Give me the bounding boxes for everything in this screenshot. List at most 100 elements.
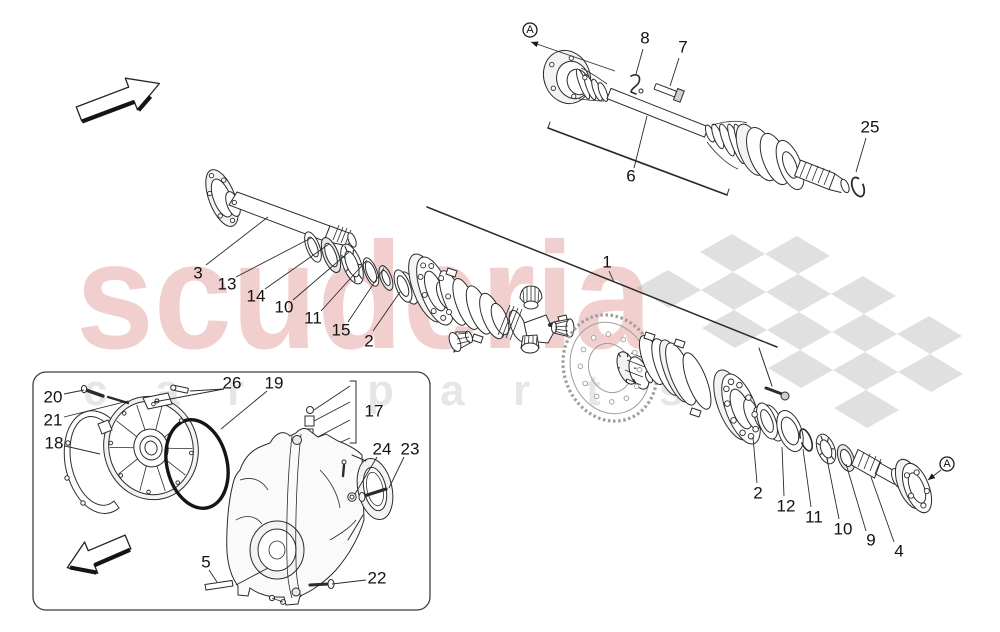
part-number-label: 8: [640, 29, 649, 48]
part-number-label: 10: [275, 298, 294, 317]
checker-cell: [767, 312, 832, 350]
part-callout-5: 5: [201, 553, 218, 583]
part-number-label: 11: [805, 508, 823, 527]
assembly-line-1: [426, 206, 778, 387]
part-callout-1: 1: [602, 253, 615, 283]
part-number-label: 11: [304, 309, 322, 328]
part-callout-2: 2: [364, 291, 401, 351]
spline-hatch: [799, 161, 831, 186]
view-marker-A: A: [522, 22, 616, 72]
part-number-label: 6: [626, 167, 635, 186]
checker-cell: [702, 310, 767, 348]
watermark-letter: r: [513, 366, 530, 415]
part-number-label: 4: [894, 542, 903, 561]
part-number-label: 9: [866, 531, 875, 550]
checker-cell: [700, 234, 765, 272]
checker-cell: [834, 390, 899, 428]
watermark-sub-letters: carparts: [83, 366, 683, 415]
part-callout-23: 23: [388, 440, 420, 489]
checker-cell: [701, 272, 766, 310]
part-number-label: 24: [373, 440, 392, 459]
part-number-label: 2: [753, 484, 762, 503]
small-fasteners: [204, 487, 388, 591]
part-callout-13: 13: [218, 237, 312, 294]
part-number-label: 10: [834, 520, 853, 539]
watermark-letter: t: [586, 366, 601, 415]
view-marker-label: A: [943, 458, 951, 470]
part-callout-8: 8: [635, 29, 650, 75]
part-number-label: 2: [364, 332, 373, 351]
part-number-label: 25: [861, 118, 880, 137]
checker-cell: [898, 354, 963, 392]
part-callout-4: 4: [870, 476, 904, 561]
part-number-label: 21: [44, 411, 63, 430]
part-number-label: 17: [365, 402, 384, 421]
checker-cell: [831, 276, 896, 314]
checker-cell: [636, 270, 701, 308]
part-number-label: 22: [368, 569, 387, 588]
part-number-label: 12: [777, 497, 796, 516]
checker-cell: [897, 316, 962, 354]
watermark-letter: r: [227, 366, 244, 415]
bevel-gears: [448, 285, 575, 354]
checker-cell: [766, 274, 831, 312]
flange-holes-and-rollers: [108, 55, 930, 509]
part-callout-11: 11: [802, 448, 823, 527]
checker-cell: [768, 350, 833, 388]
checker-cell: [832, 314, 897, 352]
part-callout-3: 3: [193, 216, 269, 283]
part-callout-18: 18: [45, 434, 101, 455]
part-callout-19: 19: [220, 374, 284, 430]
part-callout-9: 9: [845, 463, 876, 550]
differential-housing: [226, 428, 394, 606]
part-number-label: 13: [218, 275, 237, 294]
part-callout-10: 10: [826, 458, 853, 539]
part-number-label: 15: [332, 321, 351, 340]
housing-detail-box: [32, 371, 431, 611]
part-callout-7: 7: [669, 38, 688, 87]
part-callout-25: 25: [855, 118, 880, 173]
part-number-label: 7: [678, 38, 687, 57]
part-callout-22: 22: [331, 569, 387, 588]
direction-arrow-down-left: [66, 534, 132, 575]
view-marker-A: A: [927, 456, 955, 481]
bolt-7: [653, 83, 685, 103]
direction-arrow-up-right: [75, 77, 161, 124]
part-callout-12: 12: [777, 446, 796, 516]
part-number-label: 1: [602, 253, 611, 272]
cover-plate: [97, 384, 199, 501]
part-number-label: 14: [247, 287, 266, 306]
checkered-flag-pattern: [636, 234, 963, 428]
part-number-label: 23: [401, 440, 420, 459]
part-number-label: 26: [223, 374, 242, 393]
part-callout-11: 11: [304, 259, 368, 328]
snap-ring-25: [850, 176, 866, 198]
view-markers: AA: [522, 22, 955, 481]
checker-cell: [833, 352, 898, 390]
watermark-brand-text: scuderia: [76, 211, 653, 381]
part-callout-10: 10: [275, 251, 350, 317]
part-callout-15: 15: [332, 267, 385, 340]
part-number-label: 19: [265, 374, 284, 393]
part-callout-21: 21: [44, 400, 129, 430]
part-callout-24: 24: [354, 440, 392, 495]
part-number-label: 18: [45, 434, 64, 453]
checker-cell: [765, 236, 830, 274]
part-number-label: 5: [201, 553, 210, 572]
part-number-label: 20: [44, 388, 63, 407]
part-callout-20: 20: [44, 388, 85, 407]
part-callout-2: 2: [752, 436, 763, 503]
part-callout-17: 17: [365, 402, 384, 421]
part-callout-6: 6: [626, 115, 648, 186]
part-number-label: 3: [193, 264, 202, 283]
axle-shaft-assembly: [542, 49, 866, 198]
o-ring-19: [164, 418, 230, 510]
view-marker-label: A: [526, 24, 534, 36]
part-callout-14: 14: [247, 243, 330, 306]
part-callout-26: 26: [153, 374, 242, 403]
watermark-letter: p: [367, 366, 394, 415]
watermark: scuderia carparts: [76, 211, 683, 415]
